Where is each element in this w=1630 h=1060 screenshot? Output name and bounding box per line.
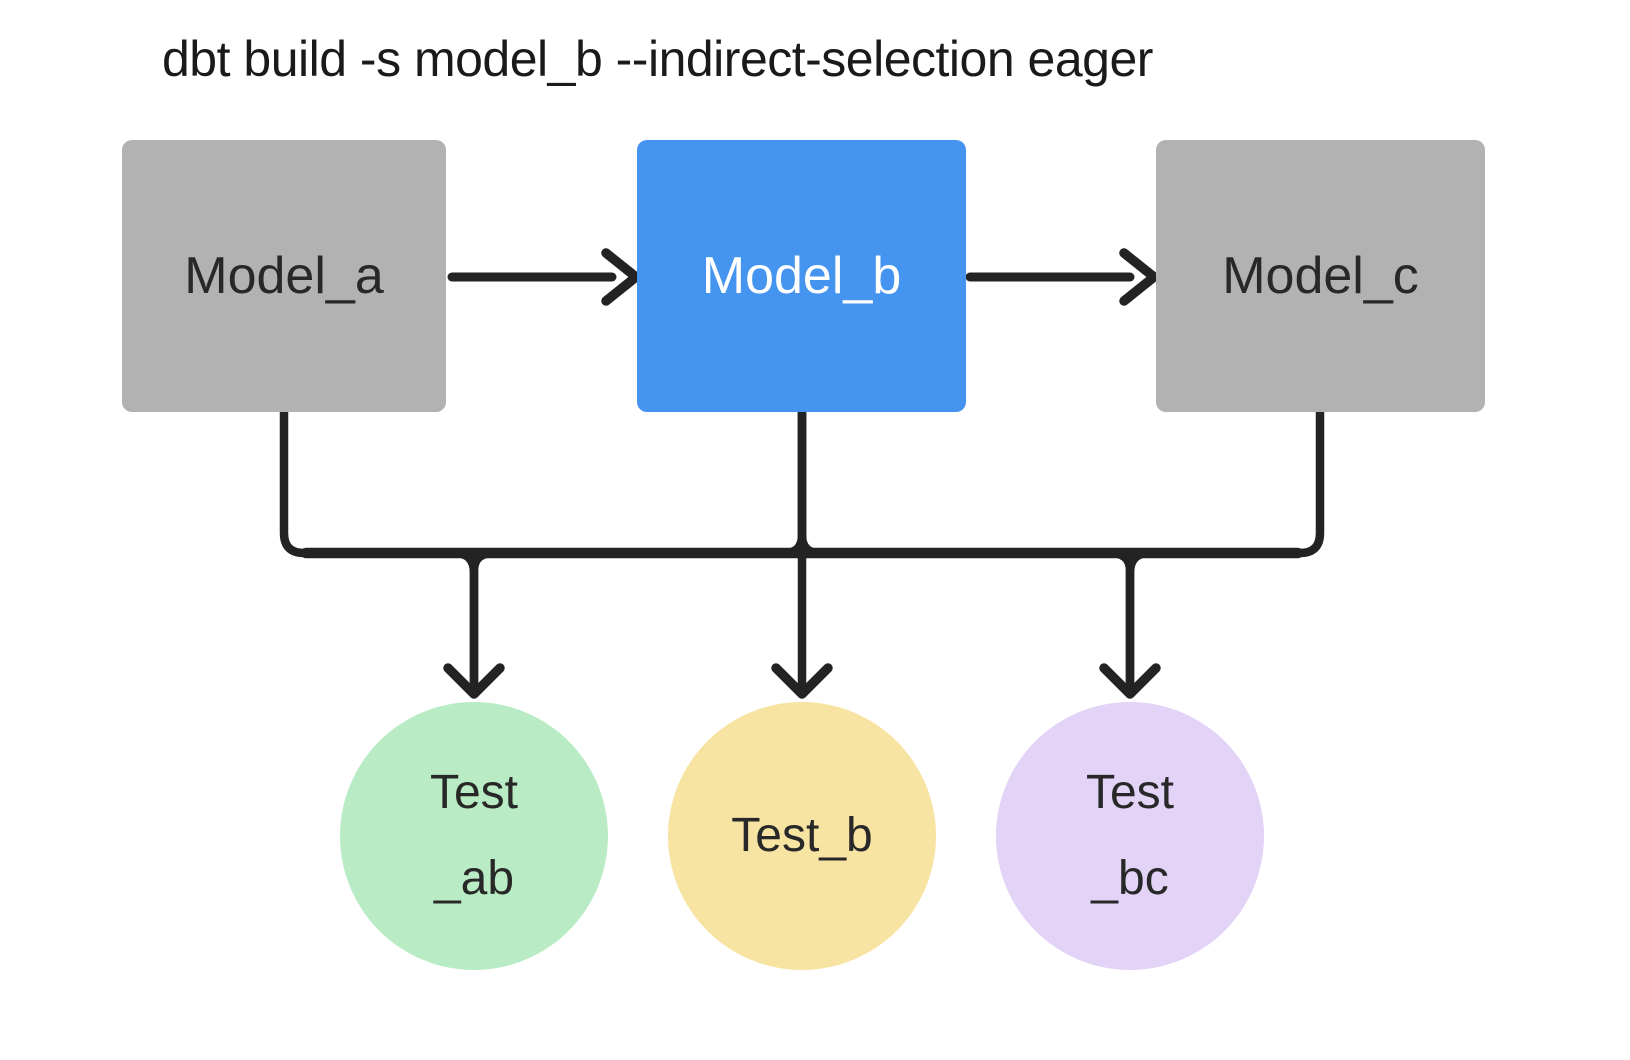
arrowhead-model-c-icon bbox=[1119, 248, 1159, 306]
node-test-b-label-line1: Test_b bbox=[731, 808, 873, 862]
node-test-b: Test_b bbox=[668, 702, 936, 970]
node-test-bc-label-line1: Test bbox=[1085, 765, 1175, 819]
arrowhead-test-ab-icon bbox=[443, 663, 505, 699]
node-test-ab-label-line1: Test bbox=[429, 765, 519, 819]
node-model-c: Model_c bbox=[1156, 140, 1485, 412]
arrowhead-test-bc-icon bbox=[1099, 663, 1161, 699]
node-test-ab-label-line2: _ab bbox=[433, 852, 515, 905]
node-model-b: Model_b bbox=[637, 140, 966, 412]
node-test-bc: Test _bc bbox=[996, 702, 1264, 970]
arrowhead-test-b-icon bbox=[771, 663, 833, 699]
node-model-c-label: Model_c bbox=[1222, 247, 1419, 305]
arrowhead-model-b-icon bbox=[601, 248, 641, 306]
node-model-a-label: Model_a bbox=[184, 247, 384, 305]
diagram-title: dbt build -s model_b --indirect-selectio… bbox=[162, 31, 1153, 87]
node-model-b-label: Model_b bbox=[701, 247, 902, 305]
node-test-ab: Test _ab bbox=[340, 702, 608, 970]
node-model-a: Model_a bbox=[122, 140, 446, 412]
node-test-bc-label-line2: _bc bbox=[1091, 852, 1169, 905]
